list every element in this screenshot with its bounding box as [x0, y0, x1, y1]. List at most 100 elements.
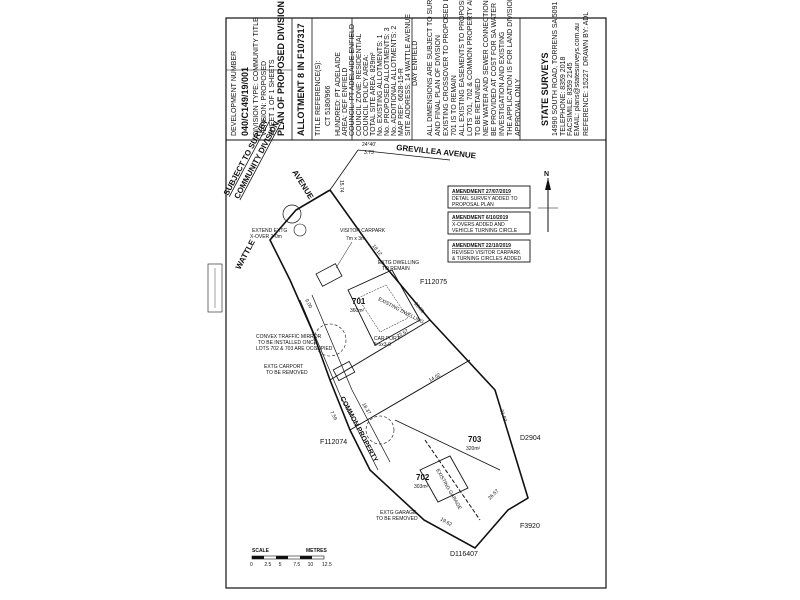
allotment-title: ALLOTMENT 8 IN F107317: [296, 23, 306, 136]
scale-units: METRES: [306, 548, 328, 554]
dim-label: 18.37: [360, 402, 372, 416]
amendment-3-line-1: REVISED VISITOR CARPARK: [452, 250, 521, 256]
lot-702: 702 303m²: [414, 473, 430, 490]
scale-tick-label: 12.5: [322, 562, 332, 568]
title-ref-heading: TITLE REFERENCE(S):: [315, 60, 322, 136]
parcel-f112074: F112074: [320, 439, 347, 446]
scale-tick-label: 2.5: [264, 562, 271, 568]
car-port-label: CAR PORT: [374, 336, 400, 342]
additional-allotments: No. ADDITIONAL ALLOTMENTS: 2: [391, 26, 398, 136]
note-line: APPROVAL ONLY: [515, 78, 522, 136]
extg-dwelling-callout: EXTG DWELLING TO REMAIN: [378, 260, 419, 272]
note-line: AND FINAL PLAN OF DIVISION: [435, 35, 442, 136]
division-type: DIVISION TYPE: COMMUNITY TITLE: [253, 17, 260, 136]
extg-dwelling-line-1: EXTG DWELLING: [378, 260, 419, 266]
grevillea-label: GREVILLEA AVENUE: [396, 143, 477, 160]
visitor-carpark-label: VISITOR CARPARK: [340, 228, 386, 234]
extend-xover-line-1: EXTEND EXTG: [252, 228, 287, 234]
proposed-allotments: No. PROPOSED ALLOTMENTS: 3: [384, 27, 391, 136]
carport-structure: [315, 263, 356, 382]
total-site-area: TOTAL SITE AREA: 829m²: [370, 52, 377, 136]
parcel-d116407: D116407: [450, 551, 478, 558]
turning-circle: [313, 323, 395, 445]
note-line: BE PROVIDED AT COST FOR SA WATER: [491, 3, 498, 136]
extg-carport-line-2: TO BE REMOVED: [266, 370, 308, 376]
lot-701: 701 360m²: [350, 297, 366, 314]
existing-garage-label: EXISTING GARAGE: [434, 468, 463, 512]
north-arrow: N: [538, 171, 558, 232]
avenue-label: AVENUE: [290, 168, 315, 201]
dim-label: 26.57: [487, 488, 500, 501]
dim-label: 14.02: [428, 372, 442, 384]
tree-cluster: [282, 204, 307, 237]
amendment-3: AMENDMENT 22/10/2019 REVISED VISITOR CAR…: [447, 239, 531, 263]
car-port-callout: CAR PORT 5-5x3-0: [374, 336, 400, 348]
amendment-1: AMENDMENT 27/07/2019 DETAIL SURVEY ADDED…: [447, 185, 531, 209]
note-line: ALL EXISTING EASEMENTS TO PROPOSED: [459, 0, 466, 136]
extend-xover-line-2: X-OVER 2-0m: [250, 234, 282, 240]
lot-703-area: 320m²: [466, 446, 481, 452]
lot-701-number: 701: [352, 297, 366, 306]
amendment-1-line-1: DETAIL SURVEY ADDED TO: [452, 196, 518, 202]
map-ref: MAP REF: 6628-15-R: [398, 68, 405, 136]
scale-tick-label: 10: [308, 562, 314, 568]
scale-label: SCALE: [252, 548, 270, 554]
dev-number-label: DEVELOPMENT NUMBER: [231, 51, 238, 136]
note-line: ALL DIMENSIONS ARE SUBJECT TO SURVEY: [427, 0, 434, 136]
lot-703-number: 703: [468, 435, 482, 444]
area: AREA: DEF ENFIELD: [342, 68, 349, 136]
lot-703: 703 320m²: [466, 435, 482, 452]
hundred: HUNDRED: PT ADELAIDE: [335, 52, 342, 136]
dim-label: 7.59: [328, 410, 338, 422]
amendment-2: AMENDMENT 6/10/2019 X-OVERS ADDED AND VE…: [447, 211, 531, 235]
suburb: DAY ENFIELD: [412, 41, 419, 86]
note-line: LOTS 701, 702 & COMMON PROPERTY ARE: [467, 0, 474, 136]
extg-garage-callout: EXTG GARAGE TO BE REMOVED: [376, 510, 418, 522]
council-zone: COUNCIL ZONE: RESIDENTIAL: [356, 33, 363, 136]
firm-address: 14990 SOUTH ROAD, TORRENS SA 5091: [552, 2, 559, 136]
extg-garage-line-2: TO BE REMOVED: [376, 516, 418, 522]
extg-dwelling-line-2: TO REMAIN: [382, 266, 410, 272]
visitor-carpark-size: 7m x 3m: [346, 236, 365, 242]
dim-label: 19.62: [439, 517, 453, 529]
amendment-2-title: AMENDMENT 6/10/2019: [452, 215, 508, 221]
dim-label: 22.57: [396, 328, 410, 340]
amendment-2-line-1: X-OVERS ADDED AND: [452, 222, 505, 228]
lot-702-number: 702: [416, 473, 430, 482]
dim-label: 15.74: [338, 180, 344, 193]
note-line: TO BE RETAINED: [475, 78, 482, 136]
convex-mirror-line-2: TO BE INSTALLED ONCE: [258, 340, 318, 346]
existing-allotments: No. EXISTING ALLOTMENTS: 1: [377, 34, 384, 136]
parcel-d2904: D2904: [520, 435, 541, 442]
amendment-1-title: AMENDMENT 27/07/2019: [452, 189, 511, 195]
lot-701-area: 360m²: [350, 308, 365, 314]
title-block: DEVELOPMENT NUMBER 040/C149/19/001 DIVIS…: [226, 0, 606, 141]
convex-mirror-line-3: LOTS 702 & 703 ARE OCCUPIED: [256, 346, 333, 352]
side-note-box: [207, 263, 223, 313]
note-line: THE APPLICATION IS FOR LAND DIVISION: [507, 0, 514, 136]
note-line: 701 IS TO REMAIN: [451, 75, 458, 136]
plan-title: PLAN OF PROPOSED DIVISION: [276, 1, 286, 136]
amendment-3-line-2: & TURNING CIRCLES ADDED: [452, 256, 521, 262]
amendment-1-line-2: PROPOSAL PLAN: [452, 202, 494, 208]
amendment-3-title: AMENDMENT 22/10/2019: [452, 243, 511, 249]
note-line: EXISTING CROSSOVER TO PROPOSED LOT: [443, 0, 450, 136]
wattle-label: WATTLE: [234, 238, 257, 271]
extg-carport-callout: EXTG CARPORT TO BE REMOVED: [264, 364, 308, 376]
sheet-number: SHEET 1 OF 1 SHEETS: [269, 59, 276, 136]
dim-label: 9.00: [303, 298, 313, 310]
council: COUNCIL: PT ADELAIDE ENFIELD: [349, 24, 356, 136]
dim-label: 24°40': [362, 142, 376, 148]
lot-702-area: 303m²: [414, 484, 429, 490]
firm-telephone: TELEPHONE: 8359 2018: [560, 57, 567, 136]
dim-label: 31.59: [498, 409, 508, 423]
grevillea-avenue: GREVILLEA AVENUE: [329, 143, 477, 191]
dim-label: 3.73: [364, 150, 374, 156]
scale-tick-label: 5: [279, 562, 282, 568]
amendment-2-line-2: VEHICLE TURNING CIRCLE: [452, 228, 518, 234]
note-line: INVESTIGATION AND EXISTING: [499, 32, 506, 137]
